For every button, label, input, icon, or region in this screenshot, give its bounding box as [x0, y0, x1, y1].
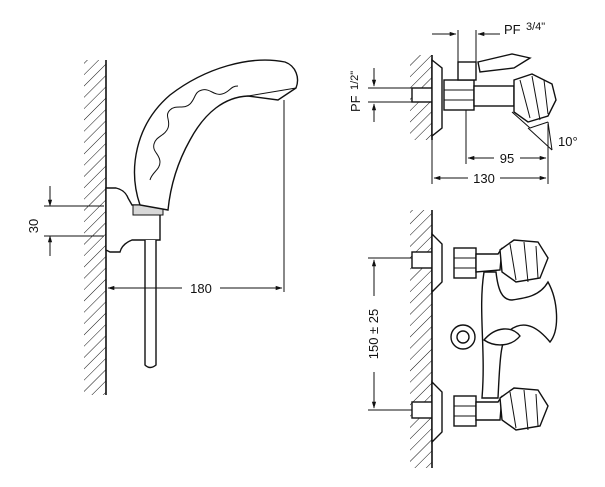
dim-130-label: 130 — [473, 171, 495, 186]
upper-nut — [453, 247, 477, 279]
shower-head — [133, 59, 299, 211]
diverter-lever-front — [482, 328, 521, 346]
thread-left-fraction: 1/2" — [349, 71, 361, 90]
center-body — [481, 271, 558, 399]
thread-left-label: PF — [348, 95, 363, 112]
angle-label: 10° — [558, 134, 578, 149]
left-side-view: 30 180 — [26, 59, 299, 395]
handle-knob — [513, 73, 557, 123]
lower-inlet — [411, 401, 433, 419]
front-view: 150 ± 25 — [366, 210, 558, 468]
escutcheon — [431, 58, 443, 138]
top-right-view: PF 3/4" PF 1/2" 10° 95 130 — [348, 21, 578, 186]
dim-95-label: 95 — [500, 151, 514, 166]
grip-wave — [149, 85, 239, 181]
dim-150-label: 150 ± 25 — [366, 309, 381, 360]
inlet-pipe — [411, 87, 433, 103]
dim-180-label: 180 — [190, 281, 212, 296]
wall-bracket — [105, 187, 161, 253]
thread-top-fraction: 3/4" — [526, 21, 545, 33]
head-face — [247, 87, 297, 97]
top-outlet — [457, 61, 477, 81]
mixer-body — [473, 85, 515, 107]
diverter-lever — [477, 53, 532, 73]
wall-hatch-front — [410, 210, 432, 468]
dim-30-label: 30 — [26, 219, 41, 233]
hose — [144, 240, 157, 369]
wall-hatch — [84, 60, 106, 395]
upper-inlet — [411, 251, 433, 269]
lower-nut — [453, 395, 477, 427]
hex-nut — [443, 79, 475, 111]
thread-top-label: PF — [504, 22, 521, 37]
